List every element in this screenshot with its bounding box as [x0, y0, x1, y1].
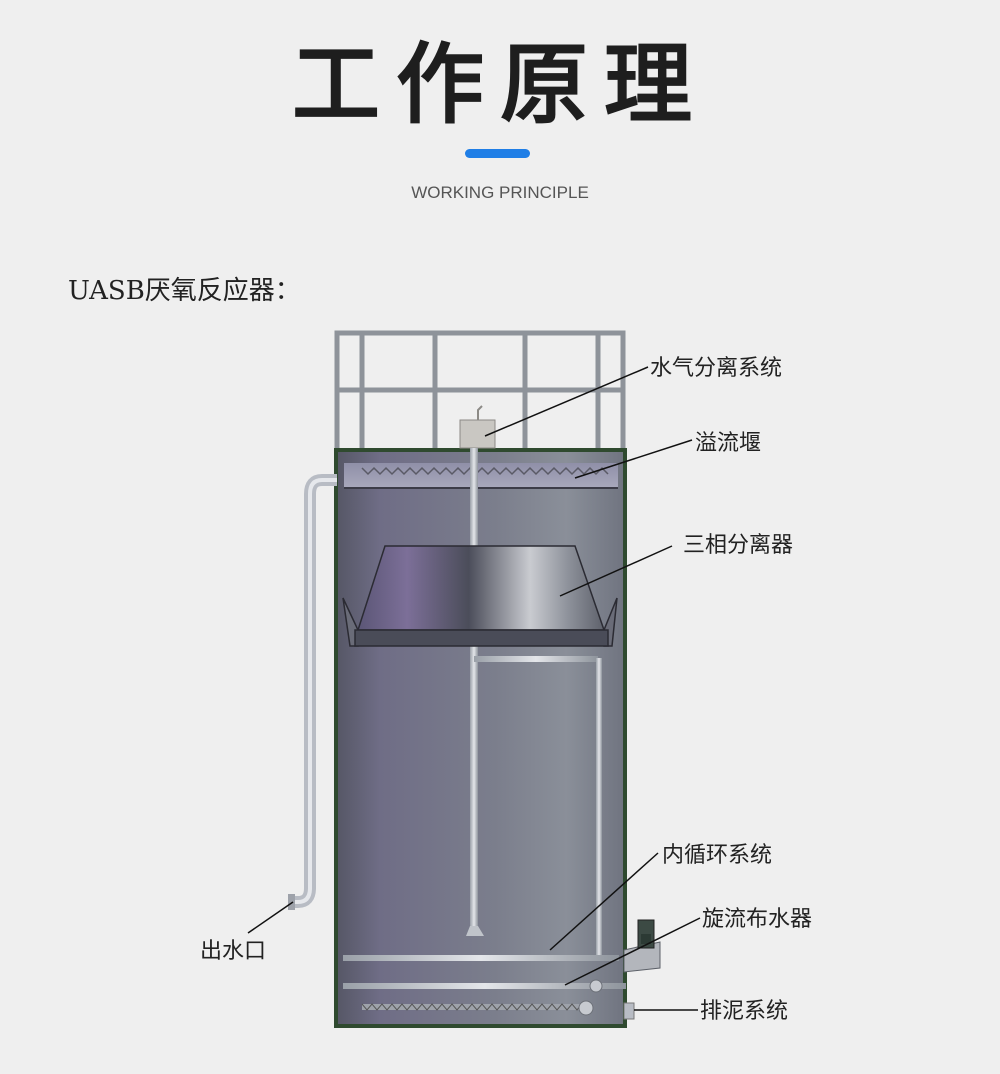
center-pipe	[470, 448, 478, 928]
internal-circulation-pipe	[474, 656, 602, 956]
callout-internal-circulation: 内循环系统	[662, 843, 772, 868]
callout-water-outlet: 出水口	[200, 939, 266, 964]
callout-swirl-distributor: 旋流布水器	[702, 907, 812, 932]
swirl-distributor-pump	[623, 919, 661, 973]
top-railing	[334, 330, 626, 454]
callout-sludge-discharge: 排泥系统	[700, 999, 788, 1024]
weir-teeth	[361, 466, 609, 476]
tank-body	[337, 450, 624, 1026]
tank-frame	[334, 448, 627, 1028]
bottom-pipes	[343, 955, 635, 1020]
callout-gas-water-separation: 水气分离系统	[650, 356, 782, 381]
page-subtitle: WORKING PRINCIPLE	[411, 183, 589, 202]
callout-three-phase-separator: 三相分离器	[683, 533, 793, 558]
callout-overflow-weir: 溢流堰	[695, 431, 761, 456]
three-phase-separator	[356, 545, 606, 631]
section-label: UASB厌氧反应器：	[68, 276, 301, 306]
outlet-pipe	[288, 474, 337, 910]
overflow-weir	[344, 463, 618, 487]
page-title: 工作原理	[291, 33, 708, 136]
callout-leaders	[247, 366, 701, 1011]
title-accent-bar	[465, 149, 530, 158]
